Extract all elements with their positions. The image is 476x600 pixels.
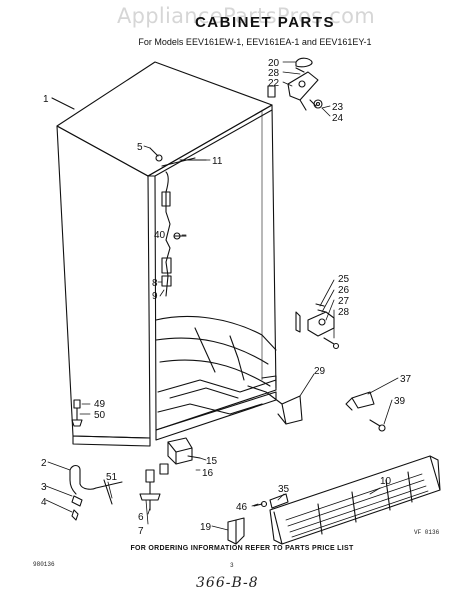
callout-2: 2 bbox=[41, 458, 47, 469]
model-list: For Models EEV161EW-1, EEV161EA-1 and EE… bbox=[138, 37, 372, 47]
wiring-assembly bbox=[161, 157, 207, 297]
callout-15: 15 bbox=[206, 456, 218, 467]
handwritten-note: 366-B-8 bbox=[196, 575, 259, 591]
callout-4: 4 bbox=[41, 497, 47, 508]
callout-25: 25 bbox=[338, 274, 350, 285]
watermark: AppliancePartsPros.com bbox=[116, 4, 376, 28]
screw-part bbox=[149, 147, 163, 162]
callout-49: 49 bbox=[94, 399, 106, 410]
callout-3: 3 bbox=[41, 482, 47, 493]
callout-37: 37 bbox=[400, 374, 412, 385]
callout-23: 23 bbox=[332, 102, 344, 113]
base-bracket bbox=[247, 385, 386, 432]
callout-labels: 1 2 3 4 5 6 7 8 9 10 11 15 16 19 20 22 2… bbox=[41, 58, 412, 537]
callout-22: 22 bbox=[268, 78, 280, 89]
callout-7: 7 bbox=[138, 526, 144, 537]
diagram-title: CABINET PARTS bbox=[194, 14, 336, 31]
water-line-parts bbox=[69, 464, 123, 521]
callout-29: 29 bbox=[314, 366, 326, 377]
leveling-leg-left bbox=[71, 399, 83, 427]
callout-27: 27 bbox=[338, 296, 350, 307]
callout-51: 51 bbox=[106, 472, 118, 483]
page-code: 980136 bbox=[33, 561, 55, 568]
callout-20: 20 bbox=[268, 58, 280, 69]
callout-1: 1 bbox=[43, 94, 49, 105]
callout-28-top: 28 bbox=[268, 68, 280, 79]
figure-code: VF 0136 bbox=[414, 529, 440, 536]
callout-9: 9 bbox=[152, 291, 158, 302]
ordering-note: FOR ORDERING INFORMATION REFER TO PARTS … bbox=[130, 545, 354, 552]
top-hinge-parts bbox=[267, 57, 323, 111]
callout-40: 40 bbox=[154, 230, 166, 241]
callout-11: 11 bbox=[212, 156, 223, 167]
callout-46: 46 bbox=[236, 502, 248, 513]
callout-26: 26 bbox=[338, 285, 350, 296]
page-number: 3 bbox=[230, 562, 234, 569]
callout-5: 5 bbox=[137, 142, 143, 153]
callout-19: 19 bbox=[200, 522, 212, 533]
callout-28-lower: 28 bbox=[338, 307, 350, 318]
toe-grille bbox=[269, 455, 441, 545]
callout-24: 24 bbox=[332, 113, 344, 124]
cabinet-shell bbox=[56, 61, 277, 447]
lower-hinge-bracket bbox=[295, 303, 340, 350]
callout-8: 8 bbox=[152, 278, 158, 289]
front-leg bbox=[139, 469, 161, 511]
callout-6: 6 bbox=[138, 512, 144, 523]
grille-clips bbox=[227, 493, 289, 545]
callout-35: 35 bbox=[278, 484, 290, 495]
roller-bracket bbox=[159, 437, 201, 475]
callout-50: 50 bbox=[94, 410, 106, 421]
leader-lines bbox=[45, 61, 399, 531]
callout-39: 39 bbox=[394, 396, 406, 407]
callout-16: 16 bbox=[202, 468, 214, 479]
callout-10: 10 bbox=[380, 476, 392, 487]
